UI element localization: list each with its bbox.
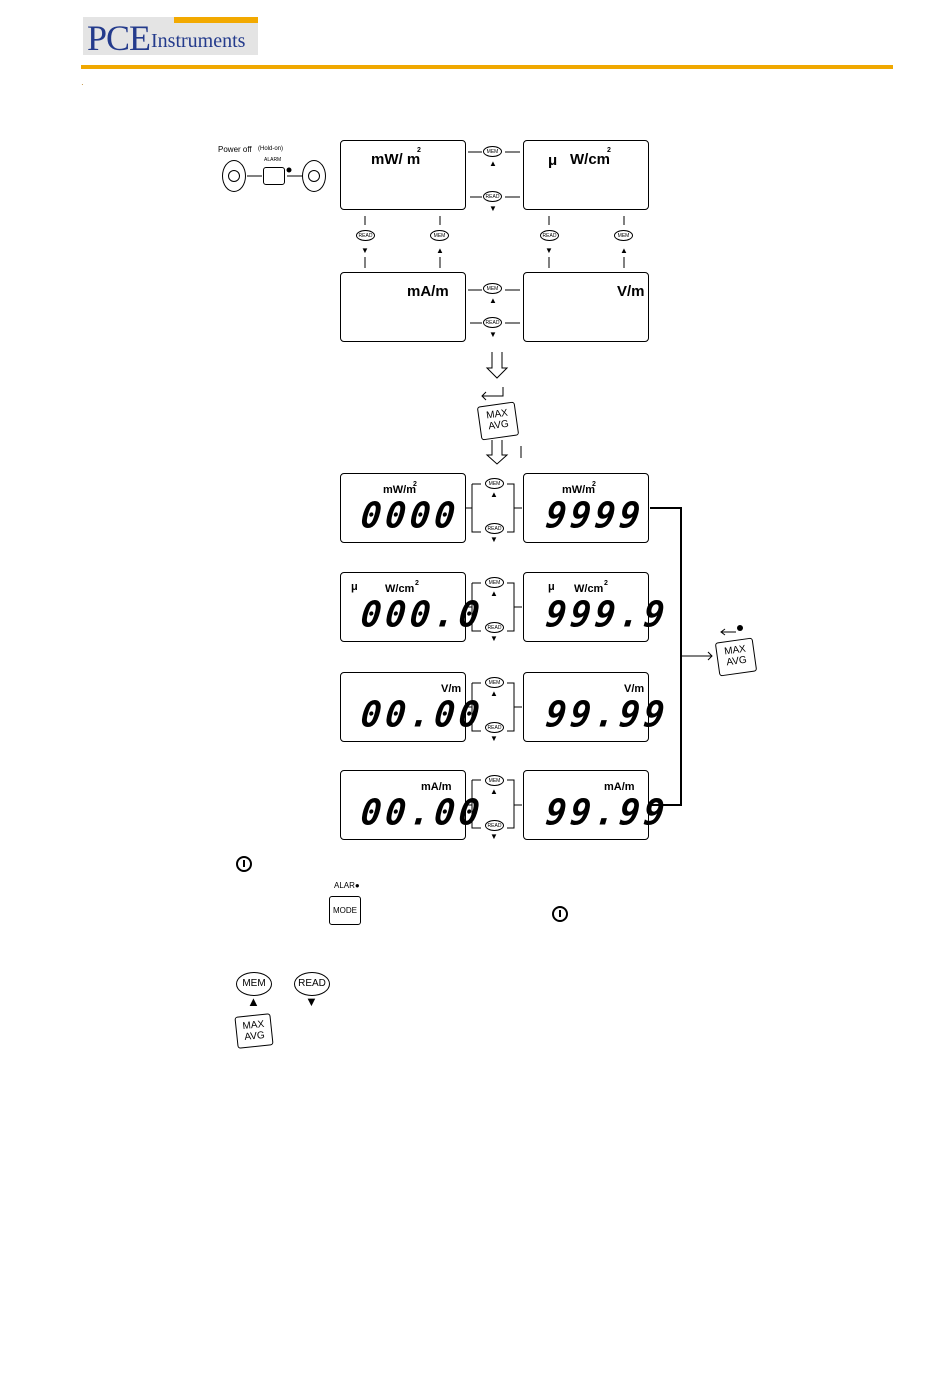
logo-pce: PCE xyxy=(87,18,151,58)
lcd-max-display: μ W/cm 2 999.9 xyxy=(523,572,671,642)
mem-button-left[interactable]: MEM xyxy=(430,230,449,241)
mode-button[interactable]: MODE xyxy=(329,896,361,925)
down-arrow: ▼ xyxy=(490,832,498,841)
read-button[interactable]: READ xyxy=(485,722,504,733)
reading-digits: 0000 xyxy=(358,495,462,537)
unit-mw: mW/ m xyxy=(371,151,421,168)
header-rule xyxy=(81,65,893,69)
power-button-1[interactable] xyxy=(222,160,246,192)
lcd-min-display: mW/m 2 0000 xyxy=(340,473,466,543)
lcd-min-display: mA/m 00.00 xyxy=(340,770,486,840)
unit-label: mA/m xyxy=(421,781,452,793)
power-icon xyxy=(236,856,252,872)
unit-vm: V/m xyxy=(617,283,645,300)
read-button[interactable]: READ xyxy=(485,523,504,534)
lcd-max-display: V/m 99.99 xyxy=(523,672,671,742)
mem-button[interactable]: MEM xyxy=(485,677,504,688)
unit-uw-mu: μ xyxy=(548,152,558,169)
logo-box xyxy=(83,17,258,55)
down-arrow: ▼ xyxy=(489,204,497,213)
read-button[interactable]: READ xyxy=(485,820,504,831)
down-arrow: ▼ xyxy=(489,330,497,339)
down-arrow: ▼ xyxy=(490,734,498,743)
down-arrow: ▼ xyxy=(490,634,498,643)
logo-accent-bar xyxy=(174,17,258,23)
max-avg-button-center[interactable]: MAX AVG xyxy=(476,401,520,441)
up-arrow: ▲ xyxy=(490,490,498,499)
mem-button[interactable]: MEM xyxy=(485,577,504,588)
unit-uw: W/cm xyxy=(570,151,611,168)
down-arrow: ▼ xyxy=(490,535,498,544)
logo-instruments: Instruments xyxy=(151,30,246,52)
hold-on-label: (Hold-on) xyxy=(258,146,284,152)
up-arrow: ▲ xyxy=(489,296,497,305)
reading-digits: 00.00 xyxy=(358,792,486,834)
lcd-min-display: V/m 00.00 xyxy=(340,672,486,742)
lcd-min-display: μ W/cm 2 000.0 xyxy=(340,572,486,642)
unit-label: V/m xyxy=(624,683,645,695)
unit-label: W/cm xyxy=(574,583,604,595)
unit-label: W/cm xyxy=(385,583,415,595)
up-arrow: ▲ xyxy=(247,994,260,1009)
max-avg-button-right[interactable]: MAX AVG xyxy=(714,637,758,677)
power-icon xyxy=(552,906,568,922)
header-dot: · xyxy=(81,80,84,89)
unit-ma: mA/m xyxy=(407,283,449,300)
power-off-label: Power off xyxy=(218,145,252,154)
reading-digits: 000.0 xyxy=(358,594,486,636)
lcd-max-display: mW/m 2 9999 xyxy=(523,473,649,543)
reading-digits: 99.99 xyxy=(543,694,671,736)
unit-label: mA/m xyxy=(604,781,635,793)
alarm-label: ALARM xyxy=(264,157,282,163)
read-button-top[interactable]: READ xyxy=(483,191,502,202)
unit-sup: 2 xyxy=(592,481,596,488)
mu-symbol: μ xyxy=(351,581,358,593)
down-arrow: ▼ xyxy=(545,246,553,255)
reading-digits: 00.00 xyxy=(358,694,486,736)
unit-mw-sup: 2 xyxy=(417,147,421,154)
reading-digits: 999.9 xyxy=(543,594,671,636)
unit-sup: 2 xyxy=(604,580,608,587)
up-arrow: ▲ xyxy=(490,589,498,598)
read-button-legend[interactable]: READ xyxy=(294,972,330,996)
read-button[interactable]: READ xyxy=(485,622,504,633)
reading-digits: 9999 xyxy=(543,495,647,537)
up-arrow: ▲ xyxy=(620,246,628,255)
mem-button-top[interactable]: MEM xyxy=(483,146,502,157)
alarm-mode-button[interactable] xyxy=(263,167,285,185)
reading-digits: 99.99 xyxy=(543,792,671,834)
alarm-short-label: ALAR● xyxy=(334,881,360,890)
mem-button-mid[interactable]: MEM xyxy=(483,283,502,294)
unit-label: mW/m xyxy=(383,484,416,496)
unit-label: mW/m xyxy=(562,484,595,496)
mem-button-right[interactable]: MEM xyxy=(614,230,633,241)
display-uw: μ W/cm 2 xyxy=(523,140,649,210)
mem-button-legend[interactable]: MEM xyxy=(236,972,272,996)
display-mw: mW/ m 2 xyxy=(340,140,466,210)
unit-label: V/m xyxy=(441,683,462,695)
down-arrow: ▼ xyxy=(305,994,318,1009)
unit-sup: 2 xyxy=(413,481,417,488)
display-vm: V/m xyxy=(523,272,649,342)
mem-button[interactable]: MEM xyxy=(485,775,504,786)
max-avg-button-legend[interactable]: MAX AVG xyxy=(234,1013,274,1049)
mem-button[interactable]: MEM xyxy=(485,478,504,489)
read-button-right[interactable]: READ xyxy=(540,230,559,241)
up-arrow: ▲ xyxy=(489,159,497,168)
unit-uw-sup: 2 xyxy=(607,147,611,154)
up-arrow: ▲ xyxy=(490,787,498,796)
down-arrow: ▼ xyxy=(361,246,369,255)
up-arrow: ▲ xyxy=(436,246,444,255)
read-button-left[interactable]: READ xyxy=(356,230,375,241)
up-arrow: ▲ xyxy=(490,689,498,698)
mu-symbol: μ xyxy=(548,581,555,593)
unit-sup: 2 xyxy=(415,580,419,587)
power-button-2[interactable] xyxy=(302,160,326,192)
display-ma: mA/m xyxy=(340,272,466,342)
lcd-max-display: mA/m 99.99 xyxy=(523,770,671,840)
read-button-mid[interactable]: READ xyxy=(483,317,502,328)
